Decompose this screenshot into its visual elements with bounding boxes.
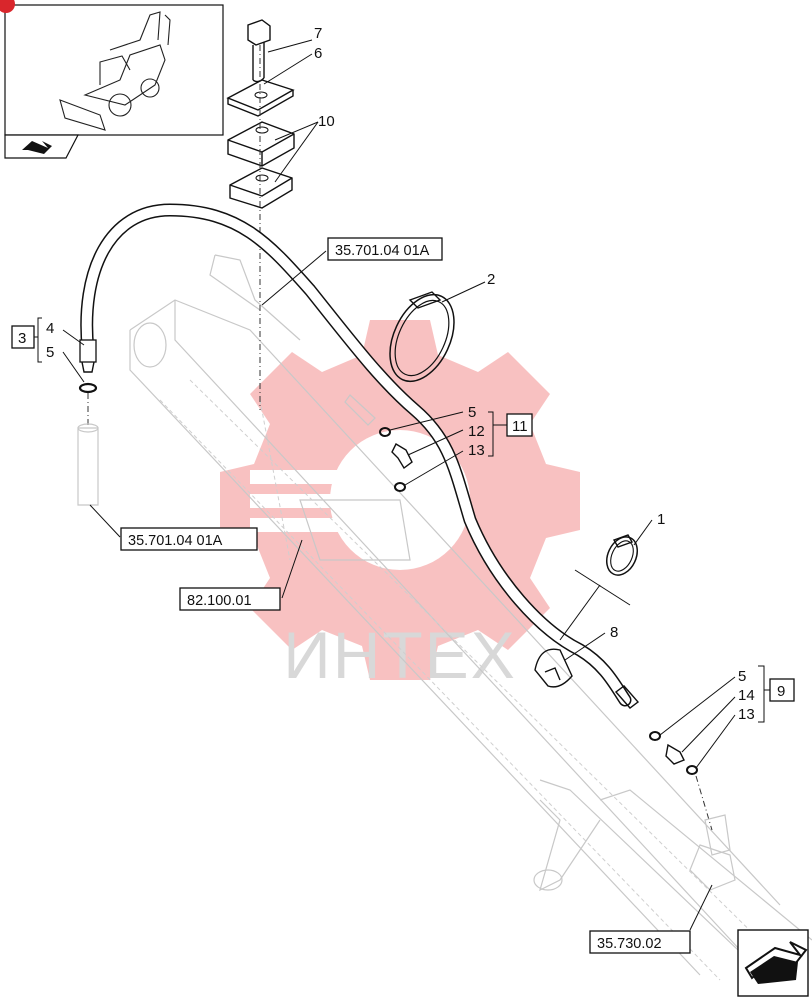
next-page-arrow-icon[interactable] (737, 929, 809, 997)
callout-2: 2 (487, 271, 495, 288)
group-bracket-left[interactable]: 3 (11, 317, 42, 363)
svg-text:35.730.02: 35.730.02 (597, 936, 662, 952)
svg-text:11: 11 (512, 418, 528, 435)
callout-6: 6 (314, 45, 322, 62)
callout-1: 1 (657, 511, 665, 528)
watermark-text: ИНТЕХ (283, 618, 516, 692)
hose-clamp-1 (606, 534, 638, 576)
svg-text:3: 3 (18, 330, 26, 347)
callout-12: 12 (468, 423, 485, 440)
svg-text:35.701.04 01A: 35.701.04 01A (128, 533, 223, 549)
left-pipe-end (77, 382, 99, 506)
svg-text:82.100.01: 82.100.01 (187, 593, 252, 609)
hose-clamp-2 (389, 291, 455, 383)
ref-box-cylinder[interactable]: 35.730.02 (589, 930, 691, 954)
group-bracket-right[interactable]: 9 (758, 665, 795, 723)
corner-marker (0, 0, 15, 13)
bolt-part-7 (247, 19, 271, 83)
group-bracket-middle[interactable]: 11 (488, 411, 533, 457)
svg-text:35.701.04 01A: 35.701.04 01A (335, 243, 430, 259)
callout-7: 7 (314, 25, 322, 42)
clamp-half-lower (229, 167, 293, 209)
callout-numbers: 7 6 10 2 4 5 5 12 13 1 8 5 14 13 (46, 25, 755, 723)
hydraulic-hose (79, 203, 640, 709)
hose-guide-8 (534, 569, 631, 688)
callout-5-left: 5 (46, 344, 54, 361)
machine-thumbnail[interactable] (4, 4, 224, 159)
clamp-half-upper (227, 121, 295, 167)
callout-10: 10 (318, 113, 335, 130)
ref-box-boom[interactable]: 82.100.01 (179, 587, 281, 611)
callout-4: 4 (46, 320, 54, 337)
callout-5-right: 5 (738, 668, 746, 685)
callout-13-mid: 13 (468, 442, 485, 459)
boom-outline (129, 254, 812, 991)
svg-text:9: 9 (777, 683, 785, 700)
right-fittings (649, 731, 731, 856)
callout-5-mid: 5 (468, 404, 476, 421)
callout-8: 8 (610, 624, 618, 641)
callout-14: 14 (738, 687, 755, 704)
callout-13-right: 13 (738, 706, 755, 723)
ref-box-hose-top[interactable]: 35.701.04 01A (327, 237, 443, 261)
elbow-fitting (344, 394, 413, 492)
ref-box-pipe-left[interactable]: 35.701.04 01A (120, 527, 258, 551)
callout-leaders (62, 39, 736, 931)
plate-part-6 (226, 79, 295, 117)
backhoe-loader-thumbnail-icon (59, 11, 171, 131)
